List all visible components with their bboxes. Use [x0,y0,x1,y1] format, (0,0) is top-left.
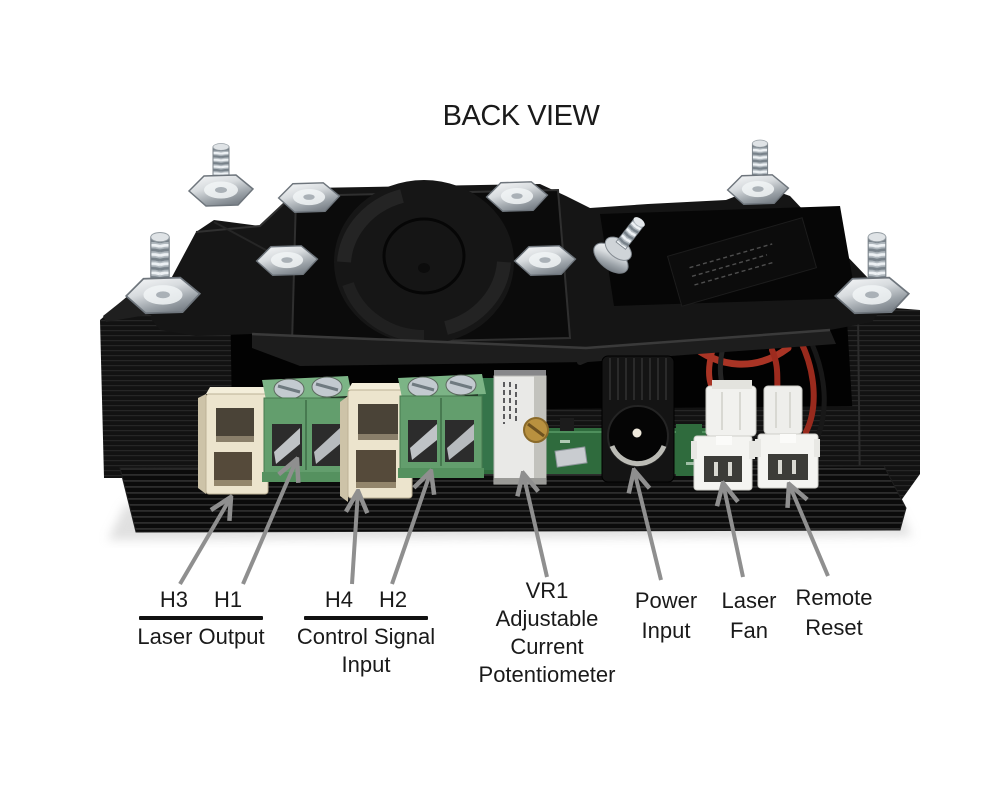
terminal-block-h2 [398,374,486,478]
callout-remote-reset: Remote Reset [795,583,873,643]
connector-h3 [198,387,269,495]
cooling-fan [290,180,572,346]
terminal-block-h1 [262,376,352,482]
pin-label-h2: H2 [379,587,408,612]
pointer-arrow-h4 [352,491,358,585]
connector-h4 [340,383,413,502]
pointer-arrow-remote-reset [789,484,830,577]
pin-label-h3: H3 [159,587,188,612]
callout-text-vr1: VR1 [525,578,569,603]
callout-power-input: Power Input [626,586,706,646]
jack-center-pin [632,428,642,438]
callout-text-reset: Reset [805,615,863,640]
board-components [554,418,588,468]
callout-text-power-input: Input [641,618,691,643]
callout-text-adjustable: Adjustable [495,606,599,631]
callout-text-laser-output: Laser Output [137,624,265,649]
pointer-arrow-h1 [241,459,297,585]
pointer-arrow-h3 [178,497,231,586]
fan-hub [382,217,466,295]
callout-underline [304,616,428,620]
pointer-arrow-power [634,470,663,581]
pointer-arrow-vr1 [523,473,549,578]
callout-text-power: Power [634,588,698,613]
relay-module [666,217,818,307]
jst-socket-laser-fan [691,435,755,491]
pointer-arrow-laser-fan [723,483,745,578]
callout-vr1-potentiometer: VR1 Adjustable Current Potentiometer [477,577,617,689]
callout-text-remote: Remote [795,585,873,610]
callout-underline [139,616,263,620]
callout-text-control-signal: Control Signal [296,624,436,649]
dc-power-jack [601,355,675,483]
top-frame-lip [252,330,836,366]
right-opening [593,206,856,307]
callout-laser-output: H3 H1 Laser Output [136,588,266,651]
callout-text-fan: Fan [730,618,768,643]
potentiometer-vr1 [493,370,549,485]
callout-text-input: Input [341,652,391,677]
fan-wire-plugs [705,380,803,437]
jst-socket-remote-reset [755,433,820,489]
callout-control-signal-input: H4 H2 Control Signal Input [297,587,435,679]
figure-title: BACK VIEW [442,100,600,132]
callout-text-potentiometer: Potentiometer [478,662,616,687]
pin-label-h1: H1 [214,587,243,612]
right-corner-post [846,304,920,502]
mounting-screw [593,217,645,274]
callout-text-laser: Laser [721,588,777,613]
pointer-arrow-h2 [390,471,431,585]
callout-text-current: Current [510,634,584,659]
callout-laser-fan: Laser Fan [711,586,787,646]
pin-label-h4: H4 [324,587,353,612]
